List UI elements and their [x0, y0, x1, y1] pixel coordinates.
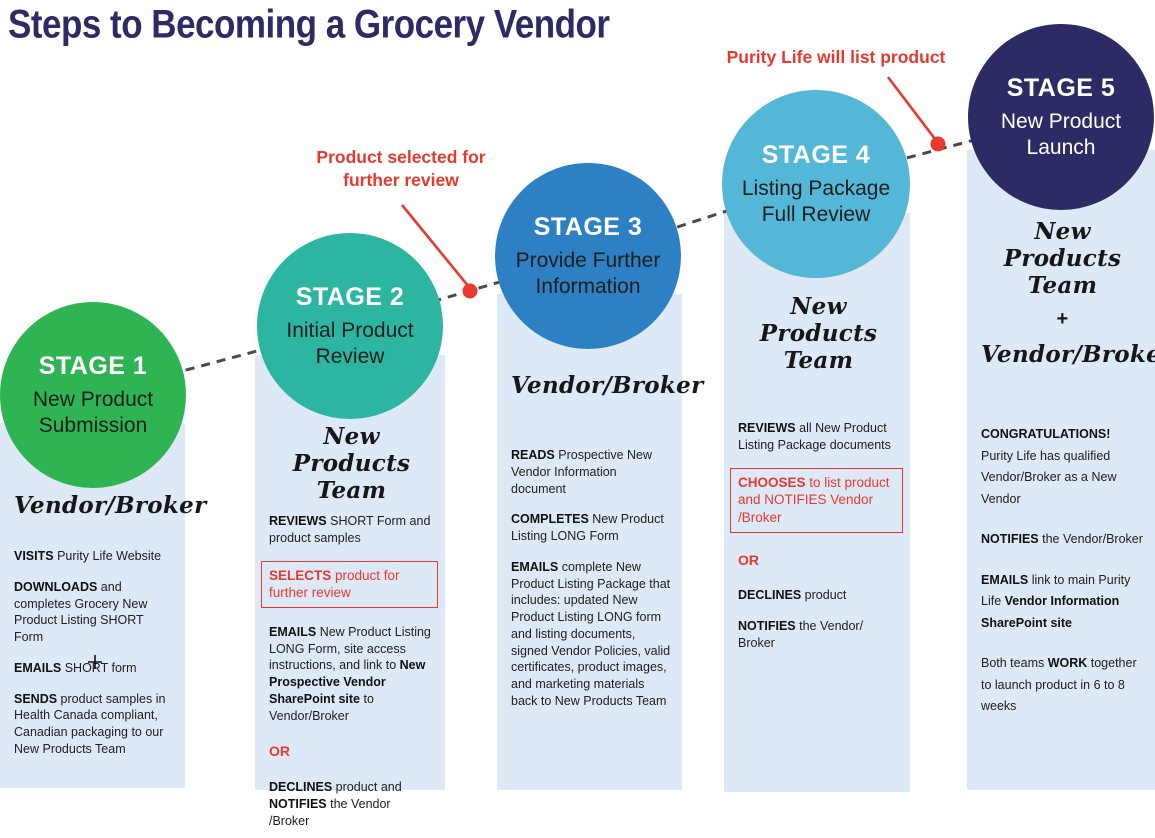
step-text: EMAILS complete New Product Listing Pack…	[511, 559, 671, 708]
step-text: VISITS Purity Life Website	[14, 549, 162, 564]
stage-subtitle: Provide Further Information	[515, 248, 661, 298]
step-text: DECLINES product and NOTIFIES the Vendor…	[269, 780, 402, 828]
step-text: REVIEWS all New Product Listing Package …	[738, 421, 891, 453]
step-text: REVIEWS SHORT Form and product samples	[269, 514, 431, 546]
team-name: New Products Team	[759, 293, 878, 375]
stage-label: STAGE 1	[38, 351, 148, 380]
stage-circle: STAGE 4 Listing Package Full Review	[722, 90, 910, 278]
stage-column: New Products Team + Vendor/Broker CONGRATU…	[967, 150, 1155, 790]
stage-circle: STAGE 3 Provide Further Information	[495, 163, 681, 349]
highlighted-step: CHOOSES to list product and NOTIFIES Ven…	[730, 467, 903, 533]
page-title: Steps to Becoming a Grocery Vendor	[8, 2, 610, 47]
step-text: NOTIFIES the Vendor/Broker	[981, 532, 1143, 547]
step-text: CONGRATULATIONS! Purity Life has qualifi…	[981, 427, 1117, 506]
team-heading: New Products Team + Vendor/Broker	[981, 218, 1155, 368]
stage-steps: READS Prospective New Vendor Information…	[511, 447, 671, 710]
stage-subtitle: New Product Launch	[1000, 109, 1122, 159]
stage-label: STAGE 4	[761, 140, 871, 169]
annotation-dot-1	[462, 283, 478, 299]
stage-column: New Products Team REVIEWS all New Produc…	[724, 213, 910, 792]
stage-circle: STAGE 1 New Product Submission	[0, 302, 186, 488]
plus-sign: +	[1056, 308, 1069, 331]
annotation-product-selected: Product selected for further review	[316, 147, 486, 191]
highlighted-step: SELECTS product for further review	[261, 560, 438, 608]
stage-circle: STAGE 2 Initial Product Review	[257, 233, 443, 419]
stage-subtitle: New Product Submission	[32, 387, 154, 437]
stage-circle: STAGE 5 New Product Launch	[968, 24, 1154, 210]
stage-label: STAGE 5	[1006, 73, 1116, 102]
team-heading: New Products Team	[738, 293, 899, 374]
annotation-dot-2	[930, 136, 946, 152]
or-separator: OR	[738, 551, 759, 568]
team-name: Vendor/Broker	[511, 372, 704, 399]
stage-subtitle: Listing Package Full Review	[741, 176, 891, 226]
stage-subtitle: Initial Product Review	[286, 318, 414, 368]
team-name: Vendor/Broker	[14, 492, 207, 519]
step-text: READS Prospective New Vendor Information…	[511, 448, 653, 496]
step-text: SENDS product samples in Health Canada c…	[14, 691, 166, 756]
stage-steps: CONGRATULATIONS! Purity Life has qualifi…	[981, 424, 1144, 718]
stage-label: STAGE 3	[533, 212, 643, 241]
step-text: Both teams WORK together to launch produ…	[981, 656, 1137, 714]
team-name: Vendor/Broker	[981, 340, 1155, 368]
team-name: New Products Team	[1003, 218, 1122, 300]
step-text: DOWNLOADS and completes Grocery New Prod…	[14, 579, 148, 645]
step-text: EMAILS link to main Purity Life Vendor I…	[981, 572, 1131, 630]
step-text: DECLINES product	[738, 588, 847, 603]
team-heading: Vendor/Broker	[14, 492, 207, 519]
annotation-purity-life-list: Purity Life will list product	[726, 47, 946, 67]
team-heading: New Products Team	[269, 423, 434, 504]
step-text: EMAILS SHORT form	[14, 660, 137, 675]
step-text: NOTIFIES the Vendor/ Broker	[738, 619, 864, 650]
team-name: New Products Team	[292, 423, 411, 505]
or-separator: OR	[269, 743, 290, 760]
step-text: COMPLETES New Product Listing LONG Form	[511, 512, 664, 544]
team-heading: Vendor/Broker	[511, 372, 704, 399]
stage-column: New Products Team REVIEWS SHORT Form and…	[255, 355, 445, 828]
stage-label: STAGE 2	[295, 282, 405, 311]
annotation-line-2	[886, 76, 937, 140]
stage-steps: REVIEWS all New Product Listing Package …	[730, 420, 903, 651]
stage-column: Vendor/Broker READS Prospective New Vend…	[497, 294, 704, 790]
step-text: EMAILS New Product Listing LONG Form, si…	[269, 624, 431, 723]
